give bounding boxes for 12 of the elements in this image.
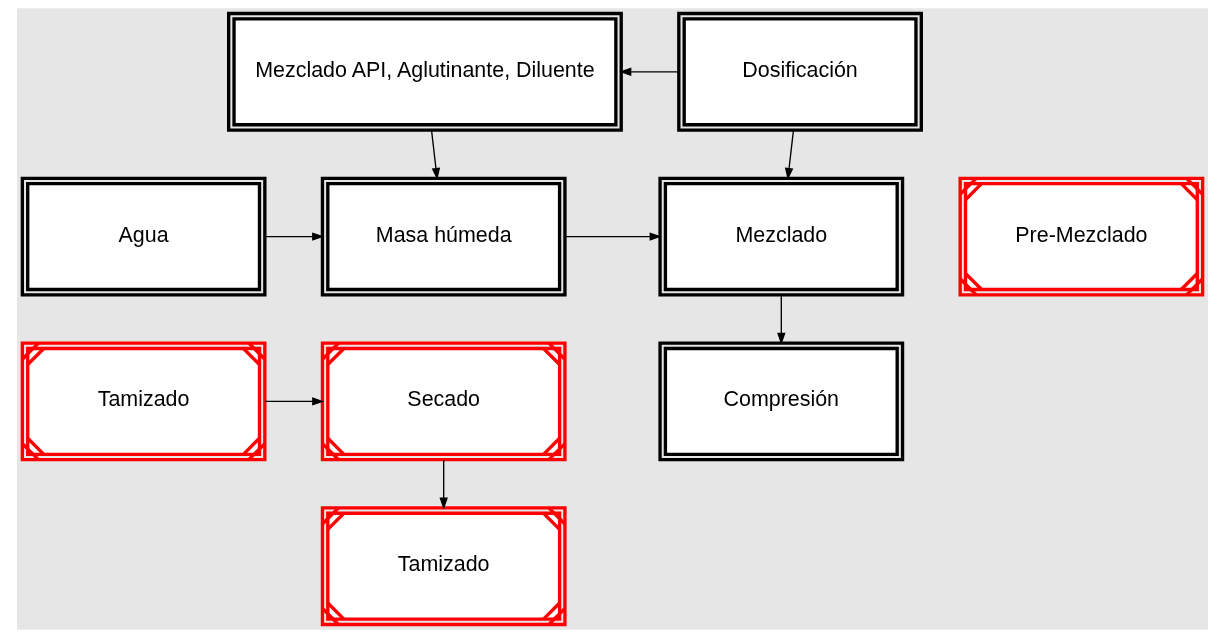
node-box: Mezclado — [657, 176, 904, 297]
node-box: Compresión — [657, 341, 904, 462]
node-box: Dosificación — [676, 11, 923, 132]
arrow — [776, 294, 786, 345]
arrow — [263, 397, 324, 406]
arrow — [263, 232, 324, 241]
node-box: Agua — [20, 176, 267, 297]
node-box: Mezclado API, Aglutinante, Diluente — [226, 11, 623, 132]
arrow — [438, 459, 448, 510]
node-box: Masa húmeda — [320, 176, 567, 297]
arrow — [563, 232, 662, 241]
arrow — [618, 67, 679, 77]
